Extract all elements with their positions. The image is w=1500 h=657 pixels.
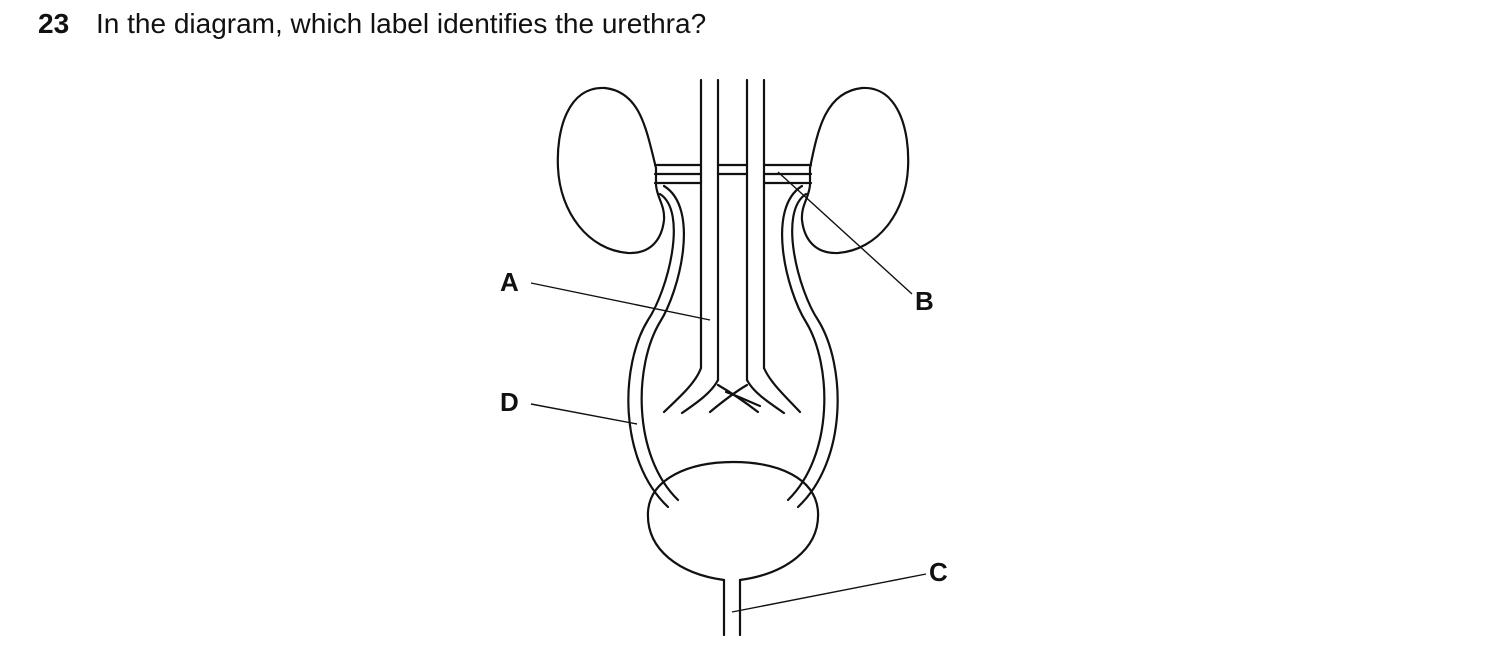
leader-line-a [530, 282, 711, 321]
right-kidney [800, 86, 910, 255]
iliac-cross-3 [724, 390, 762, 408]
label-a: A [500, 267, 519, 297]
iliac-branch-right-inner [745, 378, 786, 415]
iliac-branch-left-outer [662, 366, 703, 414]
leader-line-c [731, 573, 927, 613]
iliac-branch-right-outer [762, 366, 802, 414]
question-text: In the diagram, which label identifies t… [96, 8, 707, 39]
right-ureter-outer [791, 192, 839, 509]
question: 23 In the diagram, which label identifies… [38, 6, 706, 42]
left-ureter-inner [640, 184, 685, 502]
leader-line-d [530, 403, 638, 425]
iliac-branch-left-inner [680, 378, 720, 415]
label-c: C [929, 557, 948, 587]
left-ureter-outer [627, 192, 675, 509]
label-d: D [500, 387, 519, 417]
leader-line-b [777, 171, 913, 295]
right-ureter-inner [781, 184, 826, 502]
question-number: 23 [38, 8, 70, 39]
iliac-cross-2 [708, 383, 749, 414]
label-b: B [915, 286, 934, 316]
left-kidney [556, 86, 666, 255]
bladder [646, 460, 820, 582]
